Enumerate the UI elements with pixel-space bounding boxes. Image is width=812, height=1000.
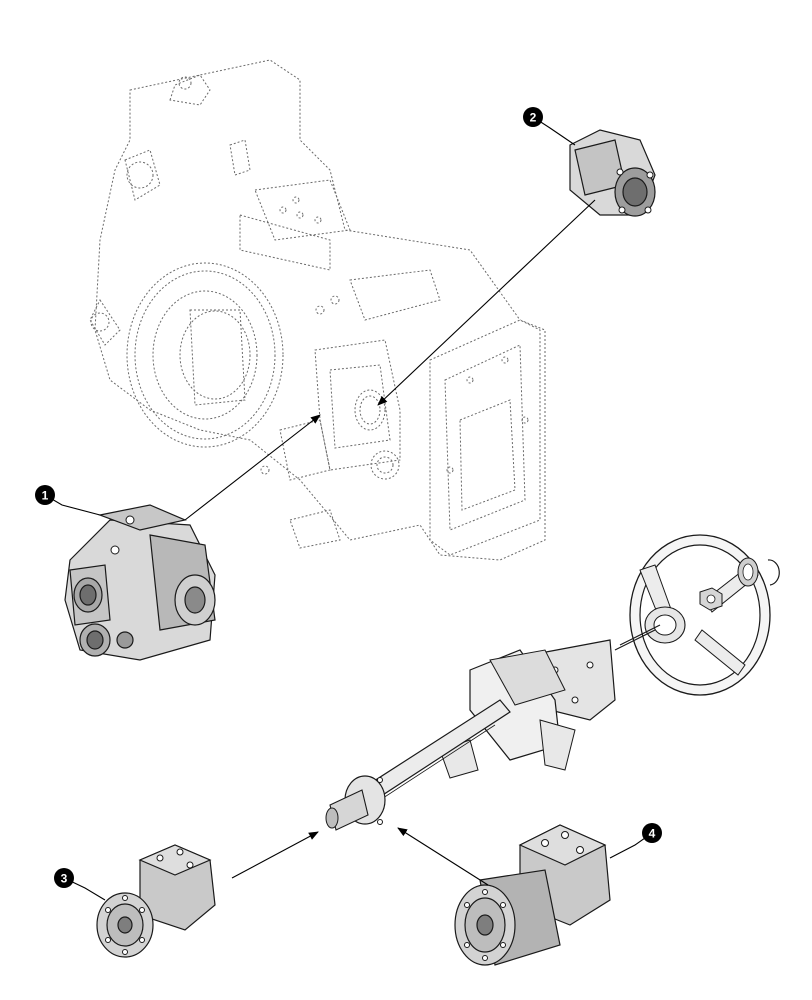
steering-unit-small <box>96 844 216 958</box>
callout-3: 3 <box>54 868 74 888</box>
callout-4: 4 <box>642 823 662 843</box>
hub-cap <box>737 557 780 587</box>
gear-pump <box>569 129 656 217</box>
hub-nut <box>699 587 723 611</box>
callout-4-label: 4 <box>649 827 656 841</box>
assembly-arrows <box>184 199 596 886</box>
arrow-pump-2 <box>377 199 596 406</box>
arrow-unit-4 <box>397 827 489 886</box>
callout-1-label: 1 <box>42 489 49 503</box>
callout-1: 1 <box>35 485 55 505</box>
callout-3-label: 3 <box>61 872 68 886</box>
arrow-unit-3 <box>231 831 319 879</box>
callout-2-label: 2 <box>530 111 537 125</box>
arrow-pump-1 <box>184 414 321 521</box>
callout-2: 2 <box>523 107 543 127</box>
steering-column-assembly <box>325 534 780 831</box>
steering-unit-large <box>454 824 611 966</box>
steering-wheel <box>629 534 771 696</box>
transmission-housing <box>89 59 546 561</box>
hydraulic-pump <box>64 504 216 661</box>
